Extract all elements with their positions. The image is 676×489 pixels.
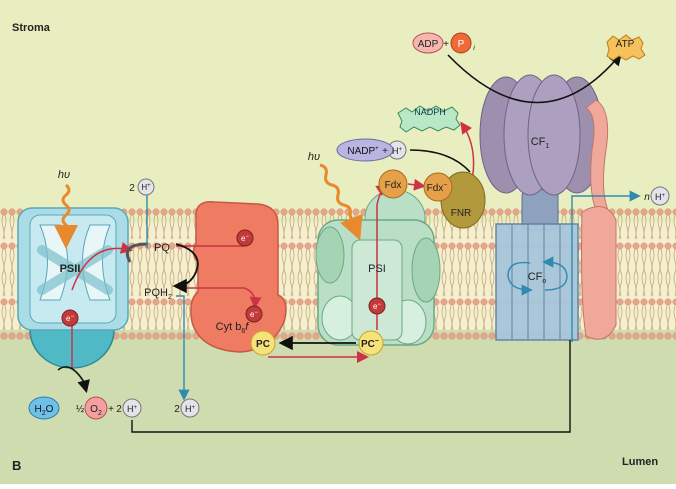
lumen-region: [0, 330, 676, 484]
phosphate-label: P: [458, 39, 465, 50]
arrow-water-split: [57, 366, 90, 394]
nadp-bubble: [336, 138, 394, 162]
phosphate-bubble: [450, 32, 472, 54]
electron-psii: [61, 309, 79, 327]
electron-path-cyt-down: [180, 287, 262, 309]
electron-label-cyt-top: e−: [241, 234, 249, 243]
photon-wave-psi: [319, 163, 363, 241]
nadph-starburst: [397, 105, 461, 133]
proton-return-line: [131, 340, 571, 433]
atp-label: ATP: [616, 39, 635, 50]
pc-carrier: [250, 330, 276, 356]
pq-label: PQ: [154, 242, 170, 254]
proton-label-nadp: H+: [392, 146, 403, 156]
proton-path-cf0-out: [571, 190, 641, 342]
plus-sign-lumen: +: [108, 404, 114, 415]
panel-label: B: [12, 458, 22, 473]
plus-sign-nadp: +: [382, 146, 388, 157]
adp-bubble: [412, 32, 444, 54]
cf0-rotation-arrows: [507, 261, 533, 296]
proton-bubble-lumen-cyt: [180, 398, 200, 418]
proton-bubble-lumen-psii: [122, 398, 142, 418]
adp-label: ADP: [418, 39, 439, 50]
proton-bubble-atp-synthase: [650, 186, 670, 206]
electron-cyt-bottom: [245, 305, 263, 323]
electron-label-psii: e−: [66, 314, 74, 323]
oxygen-label: O2: [90, 404, 102, 417]
proton-label-lumen-psii: H+: [127, 404, 138, 414]
cyt-label: Cyt b6f: [216, 321, 250, 335]
photon-wave-psii: [54, 183, 78, 249]
nadp-label: NADP+: [347, 146, 379, 157]
fnr-label: FNR: [451, 208, 472, 219]
phosphate-subscript: i: [473, 45, 475, 52]
pc-reduced-carrier: [358, 330, 384, 356]
pc-reduced-label: PC−: [361, 338, 379, 350]
oxygen-bubble: [84, 396, 108, 420]
proton-path-pqh2-to-lumen: [176, 295, 190, 401]
water-bubble: [28, 396, 60, 420]
fdx-reduced-carrier: [423, 172, 453, 202]
proton-label-lumen-cyt: H+: [185, 404, 196, 414]
fdx-label: Fdx: [385, 180, 402, 191]
psii-label: PSII: [60, 263, 81, 275]
electron-psi: [368, 297, 386, 315]
electron-label-psi: e−: [373, 302, 381, 311]
pc-label: PC: [256, 339, 270, 350]
half-label: ½: [76, 404, 85, 415]
fdx-reduced-label: Fdx−: [427, 182, 448, 194]
nadph-label: NADPH: [414, 107, 446, 117]
psi-label: PSI: [368, 263, 386, 275]
plus-sign-adp: +: [443, 39, 449, 50]
cf1-label: CF1: [531, 136, 550, 150]
arrow-nadp-reduction: [409, 149, 471, 173]
pqh2-label: PQH2: [144, 287, 172, 301]
stoich-2-lumen-cyt: 2: [174, 404, 180, 415]
proton-bubble-stroma-cyt: [137, 178, 155, 196]
psii-complex: [17, 207, 129, 369]
electron-path-fdx-fdx: [407, 178, 426, 191]
arrow-pq-reduction: [125, 242, 149, 263]
atp-starburst: [606, 34, 646, 61]
photon-label-psi: hυ: [308, 151, 320, 163]
arrow-pq-cycle: [172, 243, 199, 294]
stoich-2-lumen-psii: 2: [116, 404, 122, 415]
electron-label-cyt-bottom: e−: [250, 310, 258, 319]
lumen-label: Lumen: [622, 456, 659, 468]
stoich-2-stroma: 2: [129, 183, 135, 194]
photon-label-psii: hυ: [58, 169, 70, 181]
proton-label-stroma-cyt: H+: [141, 183, 151, 192]
fdx-carrier: [378, 169, 408, 199]
stoich-n: n: [644, 192, 650, 203]
stroma-label: Stroma: [12, 22, 50, 34]
cf0-rotation-arrows-2: [542, 256, 568, 291]
proton-label-atp-synthase: H+: [655, 192, 666, 202]
electron-path-psii-to-pq: [71, 242, 133, 291]
electron-cyt-top: [236, 229, 254, 247]
atp-synthase: [479, 74, 617, 341]
water-label: H2O: [35, 404, 54, 417]
cf0-label: CFo: [528, 271, 547, 285]
arrow-adp-to-atp: [447, 52, 623, 104]
